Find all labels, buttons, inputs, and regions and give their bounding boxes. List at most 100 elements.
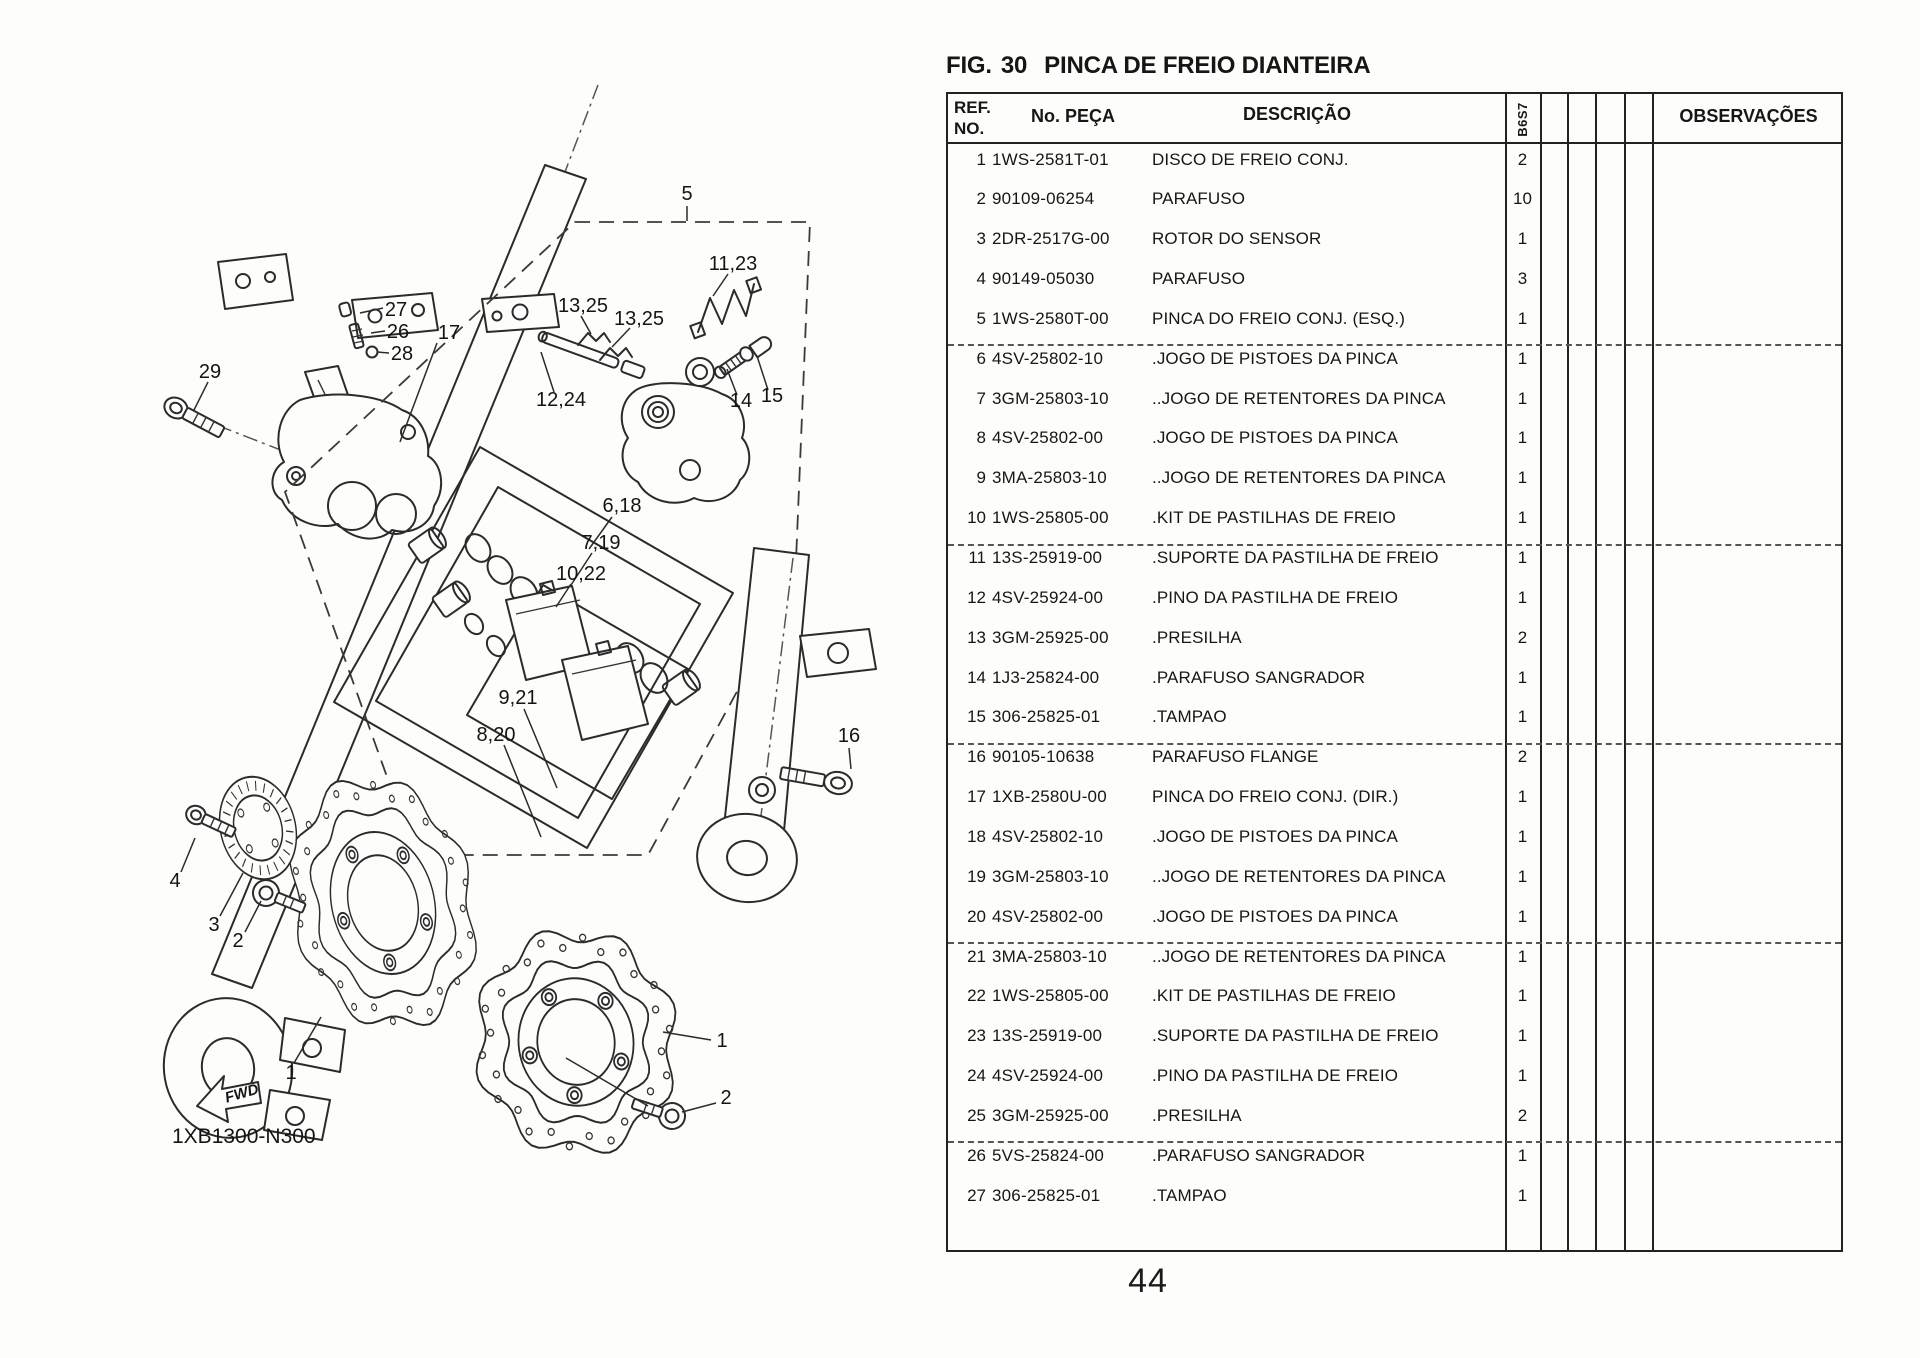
part-number-cell: 3GM-25925-00 [992,627,1109,647]
part-ref-label: 12,24 [536,389,586,411]
ref-no-cell: 21 [967,946,986,966]
brake-disc-1 [289,779,477,1027]
qty-cell: 2 [1517,627,1528,647]
part-number-cell: 13S-25919-00 [992,1026,1103,1046]
ref-no-cell: 8 [976,428,986,448]
fig-label: FIG. [946,52,992,79]
ref-no-cell: 24 [967,1066,986,1086]
part-ref-label: 15 [761,385,783,407]
qty-cell: 1 [1517,1066,1528,1086]
pistons-and-seals [407,526,701,706]
ref-no-cell: 16 [967,747,986,767]
part-ref-label: 11,23 [709,253,758,275]
bolt-2-left [252,879,307,914]
description-cell: .JOGO DE PISTOES DA PINCA [1152,826,1398,846]
description-cell: ROTOR DO SENSOR [1152,229,1322,249]
qty-cell: 1 [1517,388,1528,408]
qty-cell: 1 [1517,428,1528,448]
description-cell: ..JOGO DE RETENTORES DA PINCA [1152,946,1446,966]
ref-no-cell: 7 [976,388,986,408]
qty-cell: 1 [1517,1145,1528,1165]
part-number-cell: 1WS-2580T-00 [992,308,1109,328]
part-number-cell: 4SV-25924-00 [992,1066,1104,1086]
part-ref-label: 14 [730,390,752,412]
column-divider [1652,94,1654,1250]
description-cell: DISCO DE FREIO CONJ. [1152,149,1349,169]
part-number-cell: 3GM-25925-00 [992,1105,1109,1125]
header-observations: OBSERVAÇÕES [1679,106,1818,126]
fig-number: 30 [1000,52,1028,79]
description-cell: .TAMPAO [1152,707,1227,727]
part-number-cell: 3MA-25803-10 [992,946,1107,966]
ref-no-cell: 20 [967,906,986,926]
qty-cell: 10 [1513,189,1532,209]
description-cell: .JOGO DE PISTOES DA PINCA [1152,428,1398,448]
description-cell: .PARAFUSO SANGRADOR [1152,667,1366,687]
column-divider [1567,94,1569,1250]
qty-cell: 2 [1517,747,1528,767]
part-ref-label: 10,22 [556,563,606,585]
description-cell: .JOGO DE PISTOES DA PINCA [1152,348,1398,368]
part-number-cell: 4SV-25802-10 [992,826,1104,846]
part-ref-label: 8,20 [477,724,516,746]
group-separator [948,1141,1841,1144]
part-ref-label: 13,25 [614,308,664,330]
part-ref-label: 5 [681,183,692,205]
qty-cell: 1 [1517,667,1528,687]
description-cell: ..JOGO DE RETENTORES DA PINCA [1152,388,1446,408]
qty-cell: 1 [1517,906,1528,926]
brake-caliper-right-exploded [537,276,773,504]
qty-cell: 1 [1517,986,1528,1006]
leader-lines [180,206,852,1113]
table-header: REF. NO. No. PEÇA DESCRIÇÃO B6S7 OBSERVA… [948,94,1841,144]
parts-table: REF. NO. No. PEÇA DESCRIÇÃO B6S7 OBSERVA… [946,92,1843,1252]
ref-no-cell: 11 [968,548,986,567]
part-ref-label: 1 [285,1062,296,1084]
qty-cell: 2 [1517,149,1528,169]
qty-cell: 1 [1517,587,1528,607]
ref-no-cell: 12 [967,587,986,607]
part-ref-label: 28 [391,343,413,365]
part-number-cell: 306-25825-01 [992,707,1101,727]
qty-cell: 1 [1517,348,1528,368]
ref-no-cell: 25 [967,1105,986,1125]
ref-no-cell: 2 [976,189,986,209]
part-number-cell: 1WS-25805-00 [992,508,1109,528]
qty-cell: 1 [1517,308,1528,328]
qty-cell: 1 [1517,229,1528,249]
ref-no-cell: 23 [967,1026,986,1046]
ref-no-cell: 9 [976,468,986,488]
part-ref-label: 3 [208,914,219,936]
column-divider [1595,94,1597,1250]
qty-cell: 1 [1517,1185,1528,1205]
qty-cell: 2 [1517,1105,1528,1125]
ref-no-cell: 6 [976,348,986,368]
ref-no-cell: 3 [976,229,986,249]
part-number-cell: 3GM-25803-10 [992,866,1109,886]
qty-cell: 1 [1517,548,1528,567]
description-cell: .KIT DE PASTILHAS DE FREIO [1152,508,1396,528]
ref-no-cell: 27 [967,1185,986,1205]
ref-no-cell: 13 [967,627,986,647]
qty-cell: 1 [1517,787,1528,807]
sensor-rotor [218,775,298,881]
part-ref-label: 2 [232,930,243,952]
ref-no-cell: 17 [967,787,986,807]
part-ref-label: 29 [199,361,221,383]
description-cell: PARAFUSO FLANGE [1152,747,1319,767]
page-number: 44 [1128,1262,1168,1300]
qty-cell: 1 [1517,826,1528,846]
